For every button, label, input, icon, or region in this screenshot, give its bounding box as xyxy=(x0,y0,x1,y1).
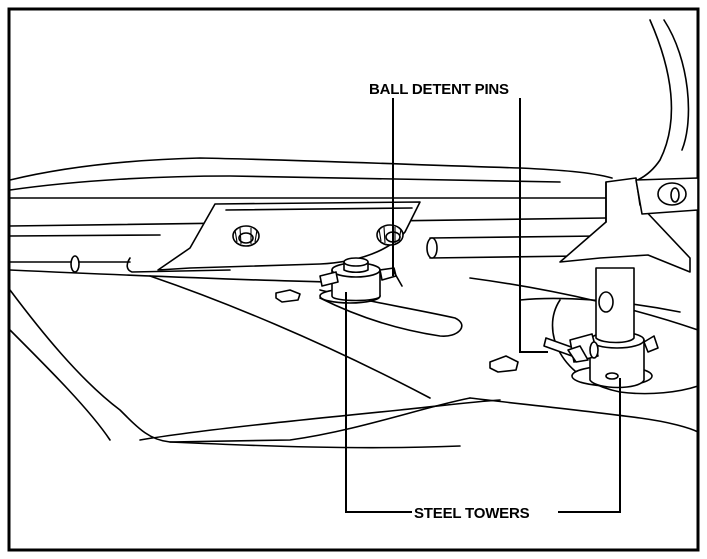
label-steel-towers: STEEL TOWERS xyxy=(414,505,530,522)
leader-lines xyxy=(345,98,621,513)
steel-tower-left xyxy=(319,257,403,304)
label-ball-detent-pins: BALL DETENT PINS xyxy=(369,81,509,98)
knob-right xyxy=(376,224,404,246)
leader-steel-tower-left xyxy=(345,292,412,513)
leader-steel-tower-right xyxy=(558,378,621,513)
knob-left xyxy=(232,225,260,247)
line-drawing xyxy=(9,19,699,449)
leader-ball-detent-right xyxy=(519,98,548,353)
steel-tower-right xyxy=(543,267,659,389)
